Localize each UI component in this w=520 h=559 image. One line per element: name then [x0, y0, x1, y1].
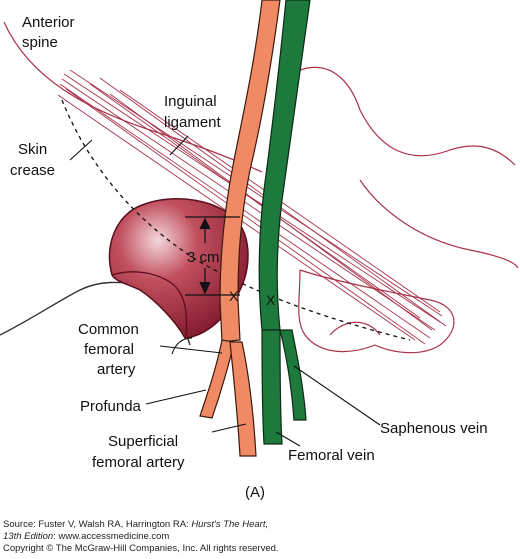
skin-crease-line — [61, 99, 411, 341]
inguinal-ligament — [57, 69, 447, 345]
superficial-femoral-artery-label: Superficial femoral artery — [92, 433, 185, 471]
source-edition: 13th Edition: www.accessmedicine.com — [3, 531, 169, 542]
body-outline — [3, 21, 519, 354]
panel-label: (A) — [245, 484, 265, 501]
profunda-artery — [199, 339, 235, 419]
femoral-vein-label: Femoral vein — [288, 447, 375, 464]
leader-lines — [69, 135, 381, 447]
superficial-femoral-artery — [229, 341, 257, 457]
profunda-leader — [145, 389, 207, 405]
skin-crease-label: Skin crease — [10, 141, 55, 179]
scrotal-contour — [298, 269, 455, 354]
thigh-outline-top — [3, 21, 263, 173]
medial-contour — [359, 179, 519, 269]
source-citation: Source: Fuster V, Walsh RA, Harrington R… — [3, 519, 268, 530]
artery-vessel — [199, 0, 281, 457]
saphenous-leader — [293, 365, 381, 426]
copyright-notice: Copyright © The McGraw-Hill Companies, I… — [3, 543, 279, 554]
inner-loop — [329, 321, 381, 336]
artery-puncture-mark: X — [229, 288, 239, 304]
inguinal-ligament-label: Inguinal ligament — [164, 93, 222, 131]
femoral-head — [108, 198, 249, 339]
common-femoral-artery — [219, 0, 281, 343]
vein-puncture-mark: X — [266, 292, 276, 308]
common-femoral-leader-tail — [171, 337, 193, 355]
superficial-femoral-leader — [211, 423, 247, 433]
common-femoral-artery-label: Common femoral artery — [78, 321, 143, 378]
lateral-contour — [299, 66, 516, 166]
femoral-vein-leader — [275, 431, 301, 447]
distance-label: 3 cm — [187, 249, 220, 266]
inguinal-ligament-leader — [169, 135, 189, 156]
profunda-label: Profunda — [80, 398, 142, 415]
vein-vessel — [258, 0, 311, 445]
saphenous-vein-branch — [279, 329, 307, 421]
distance-marker — [185, 216, 240, 296]
femoral-vein-branch — [261, 329, 283, 445]
common-femoral-leader — [159, 345, 223, 354]
skin-crease-leader — [69, 139, 93, 161]
saphenous-vein-label: Saphenous vein — [380, 420, 488, 437]
anterior-spine-label: Anterior spine — [22, 14, 79, 51]
